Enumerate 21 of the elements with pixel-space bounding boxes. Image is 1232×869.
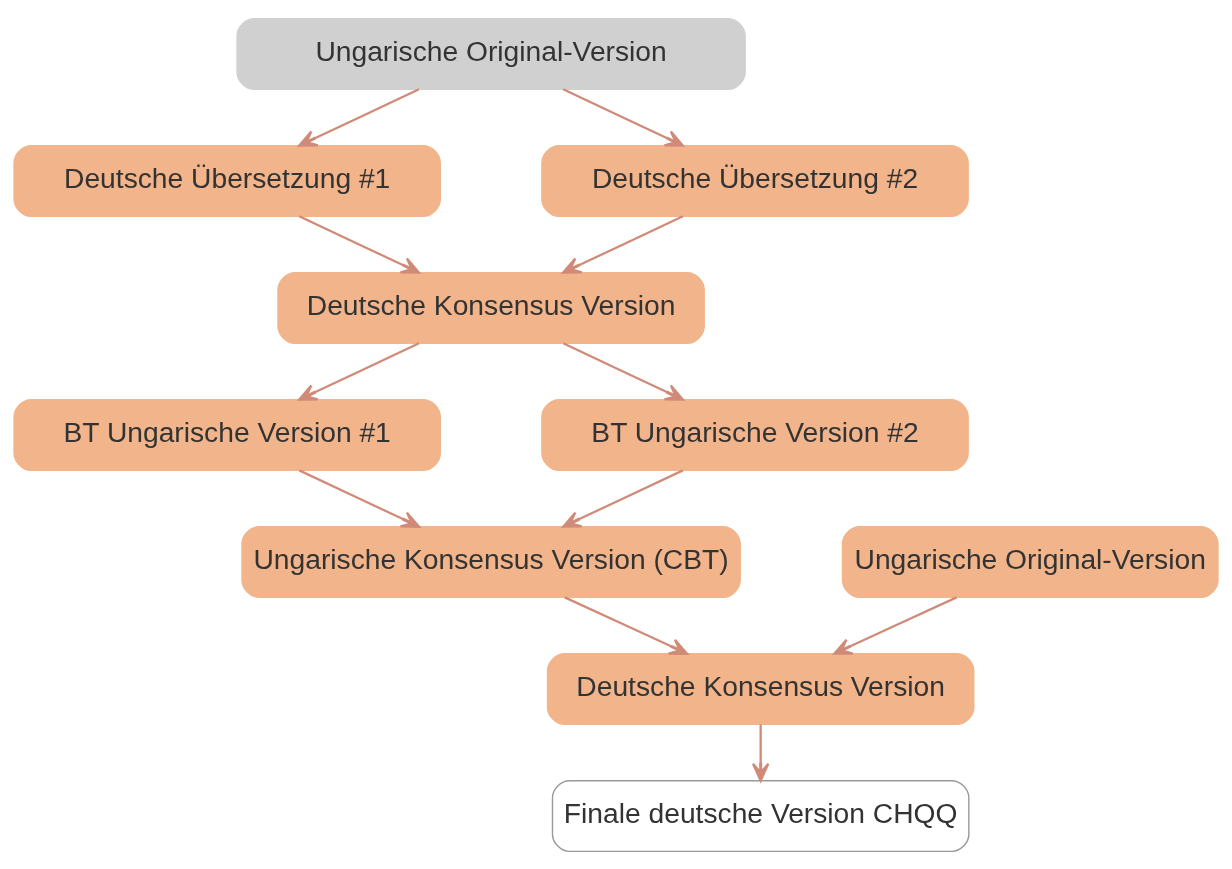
arrow (298, 87, 420, 147)
node-box: Deutsche Übersetzung #2 (541, 144, 969, 217)
node-box: Deutsche Konsensus Version (546, 652, 975, 725)
arrow (298, 214, 421, 274)
arrow (562, 214, 684, 274)
arrow (564, 595, 689, 655)
node-box: Ungarische Konsensus Version (CBT) (241, 525, 741, 598)
arrow (562, 468, 684, 528)
node-box: Finale deutsche Version CHQQ (551, 779, 970, 852)
arrow (833, 595, 958, 655)
node-box: BT Ungarische Version #2 (541, 398, 969, 471)
node-box: BT Ungarische Version #1 (13, 398, 441, 471)
node-box: Deutsche Konsensus Version (277, 271, 705, 344)
arrow (562, 341, 685, 401)
node-box: Ungarische Original-Version (236, 17, 746, 90)
arrow (298, 341, 420, 401)
node-box: Deutsche Übersetzung #1 (13, 144, 441, 217)
node-box: Ungarische Original-Version (841, 525, 1219, 598)
arrow (562, 87, 685, 147)
arrow (751, 723, 770, 782)
arrow (298, 468, 421, 528)
